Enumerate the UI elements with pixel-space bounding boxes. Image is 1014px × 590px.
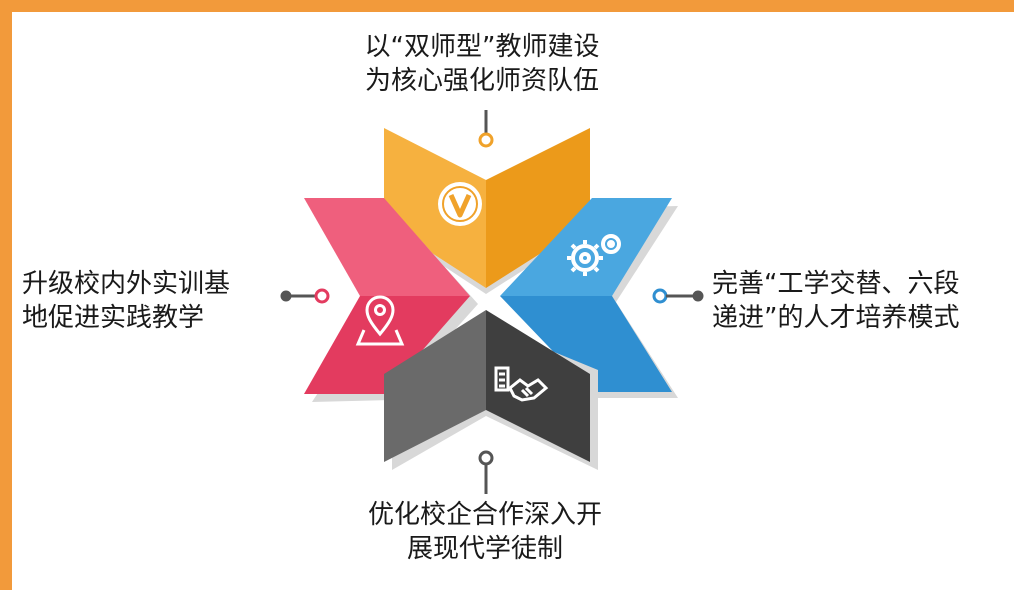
segment-bottom-right-half xyxy=(486,310,590,462)
connector-bottom xyxy=(478,450,494,494)
frame-left-border xyxy=(0,0,12,590)
v-badge-icon xyxy=(438,182,482,226)
segment-left-label: 升级校内外实训基 地促进实践教学 xyxy=(22,267,230,335)
segment-left-top-half xyxy=(304,198,470,296)
segment-top-left-half xyxy=(384,128,486,288)
segment-bottom-left-half xyxy=(384,310,486,462)
segment-left-label-line-1: 升级校内外实训基 xyxy=(22,269,231,299)
connector-right xyxy=(652,288,704,304)
segment-left-label-line-2: 地促进实践教学 xyxy=(22,303,205,333)
segment-top-right-half xyxy=(486,128,590,288)
segment-top-label-line-1: 以“双师型”教师建设 xyxy=(364,32,600,62)
segment-bottom-label-line-1: 优化校企合作深入开 xyxy=(367,500,602,530)
segment-top-label: 以“双师型”教师建设 为核心强化师资队伍 xyxy=(312,30,652,98)
connector-left xyxy=(280,288,330,304)
gears-icon xyxy=(567,234,621,276)
segment-right-label-line-1: 完善“工学交替、六段 xyxy=(712,269,960,299)
segment-bottom-label: 优化校企合作深入开 展现代学徒制 xyxy=(350,498,620,566)
segment-right-bottom-half xyxy=(500,296,672,392)
segment-top-label-line-2: 为核心强化师资队伍 xyxy=(364,66,599,96)
location-pin-icon xyxy=(355,295,405,346)
handshake-icon xyxy=(494,366,549,402)
segment-right-label-line-2: 递进”的人才培养模式 xyxy=(712,303,960,333)
frame-top-border xyxy=(0,0,1014,12)
segment-right-label: 完善“工学交替、六段 递进”的人才培养模式 xyxy=(712,267,959,335)
segment-right xyxy=(500,198,678,398)
segment-top xyxy=(384,128,590,294)
segment-bottom xyxy=(384,310,598,470)
segment-bottom-label-line-2: 展现代学徒制 xyxy=(406,534,563,564)
connector-top xyxy=(478,110,494,148)
segment-left xyxy=(304,198,478,402)
